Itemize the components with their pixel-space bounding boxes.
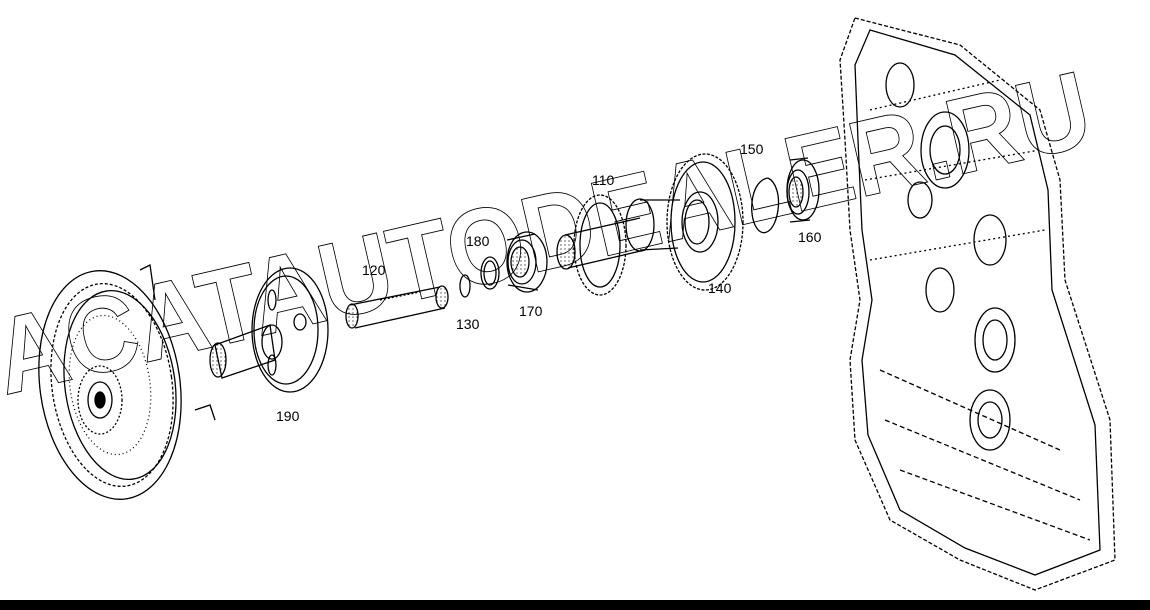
label-190: 190 [276, 408, 300, 424]
bearing-160 [786, 157, 820, 223]
label-180: 180 [466, 233, 490, 249]
transmission-housing [839, 17, 1116, 591]
label-170: 170 [519, 303, 543, 319]
gear-shaft-110 [556, 194, 680, 296]
shaft-120 [345, 285, 449, 329]
bearing-170 [506, 231, 548, 293]
label-160: 160 [798, 229, 822, 245]
label-140: 140 [708, 280, 732, 296]
label-120: 120 [362, 262, 386, 278]
snap-ring-130 [459, 274, 471, 298]
bottom-border [0, 600, 1150, 610]
watermark-text: ACATAUTODEALER.RU [0, 48, 1101, 418]
snap-ring-150 [751, 177, 780, 234]
label-150: 150 [740, 141, 764, 157]
gear-140 [666, 153, 744, 291]
torque-converter [38, 264, 216, 500]
pump-assembly-190 [209, 267, 329, 393]
label-130: 130 [456, 316, 480, 332]
label-110: 110 [592, 172, 615, 188]
ring-180 [480, 256, 500, 290]
